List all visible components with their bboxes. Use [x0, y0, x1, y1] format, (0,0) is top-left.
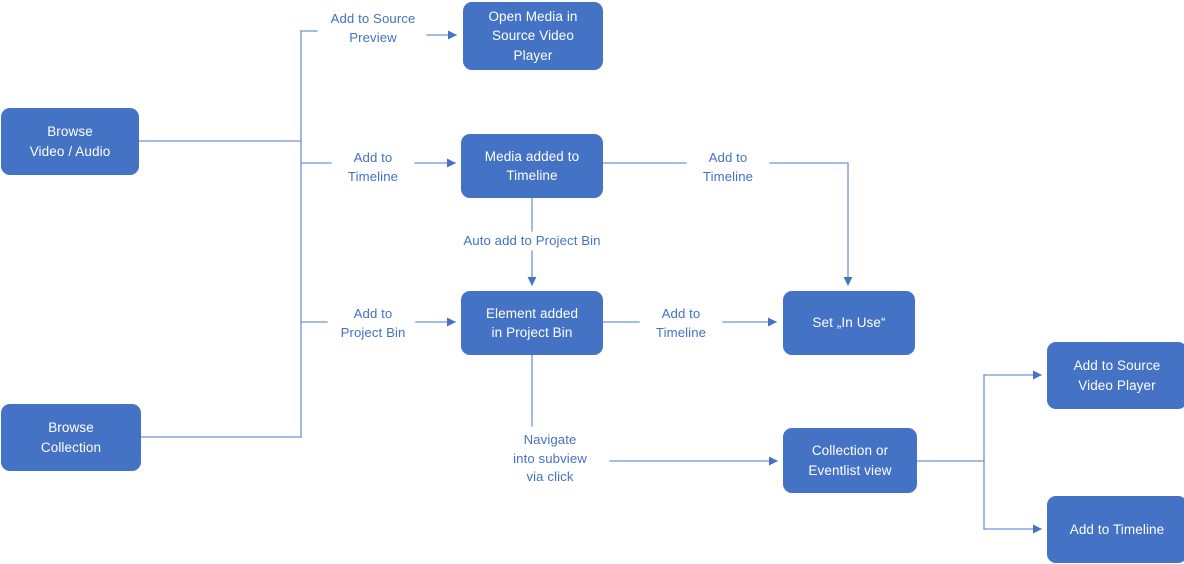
node-set-in-use[interactable]: Set „In Use“: [783, 291, 915, 355]
edge-label-auto-add-project-bin: Auto add to Project Bin: [463, 233, 601, 248]
node-add-to-source-video-player[interactable]: Add to Source Video Player: [1047, 342, 1184, 409]
node-browse-collection[interactable]: Browse Collection: [1, 404, 141, 471]
node-browse-video-audio[interactable]: Browse Video / Audio: [1, 108, 139, 175]
node-add-to-timeline[interactable]: Add to Timeline: [1047, 496, 1184, 563]
edge-media-added-to-set-in-use: [769, 162, 853, 286]
edge-label-add-to-timeline-1: Add to Timeline: [347, 150, 399, 184]
edge-label-add-to-timeline-3: Add to Timeline: [655, 306, 707, 340]
edge-label-add-to-source-preview: Add to Source Preview: [330, 11, 416, 45]
node-media-added-timeline[interactable]: Media added to Timeline: [461, 134, 603, 198]
edge-label-add-to-timeline-2: Add to Timeline: [702, 150, 754, 184]
edge-label-navigate-into-subview: Navigate into subview via click: [513, 432, 587, 485]
edge-label-add-to-project-bin: Add to Project Bin: [340, 306, 406, 340]
node-open-media-source-player[interactable]: Open Media in Source Video Player: [463, 2, 603, 70]
node-collection-eventlist-view[interactable]: Collection or Eventlist view: [783, 428, 917, 493]
node-element-added-project-bin[interactable]: Element added in Project Bin: [461, 291, 603, 355]
